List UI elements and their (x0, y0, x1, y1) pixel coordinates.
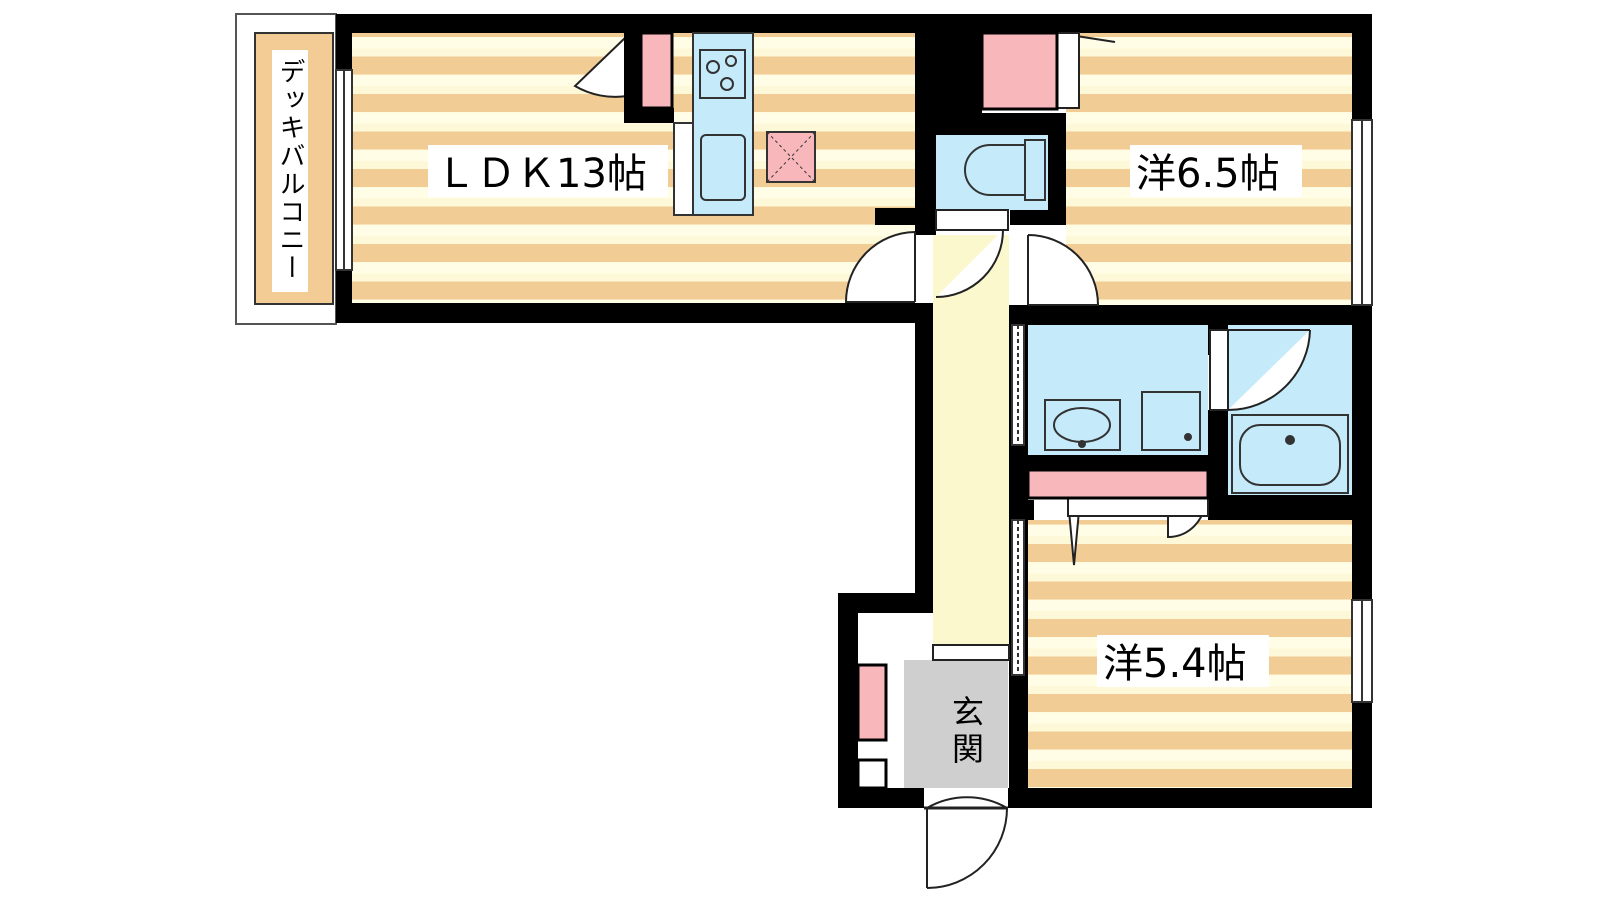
stove-icon (699, 49, 746, 99)
entrance-label-top: 玄 (952, 693, 984, 731)
kitchen (673, 32, 816, 216)
front-door-icon (926, 796, 1008, 889)
washroom (1044, 391, 1201, 451)
doors (573, 32, 1311, 889)
entrance-label-bottom: 関 (952, 730, 984, 768)
windows (335, 69, 1373, 703)
balcony-label: デッキバルコニー (275, 58, 305, 282)
room-labels: ＬＤＫ13帖 洋6.5帖 洋5.4帖 玄 関 (428, 145, 1302, 768)
ldk-label: ＬＤＫ13帖 (436, 151, 647, 197)
western-room-1-label: 洋6.5帖 (1136, 151, 1280, 197)
bathtub-icon (1231, 414, 1349, 494)
room1-closet (980, 31, 1059, 111)
bath-door-icon (1227, 329, 1311, 411)
fridge-icon (766, 131, 816, 183)
room1-door-icon (1027, 234, 1100, 306)
toilet-icon (964, 139, 1046, 201)
storage-areas (639, 31, 1210, 742)
corridor-floor (933, 235, 1009, 645)
entrance-shoe-storage (856, 663, 888, 742)
entrance-step (856, 758, 888, 790)
room2-closet (1026, 468, 1210, 500)
western-room-2-label: 洋5.4帖 (1103, 641, 1247, 687)
kitchen-counter (673, 122, 694, 216)
balcony: デッキバルコニー (235, 13, 337, 325)
washing-machine-icon (1141, 391, 1201, 451)
ldk-storage (639, 31, 674, 110)
ldk-door-icon (844, 231, 916, 303)
sink-icon (700, 134, 746, 201)
entrance-floor (904, 660, 1008, 788)
